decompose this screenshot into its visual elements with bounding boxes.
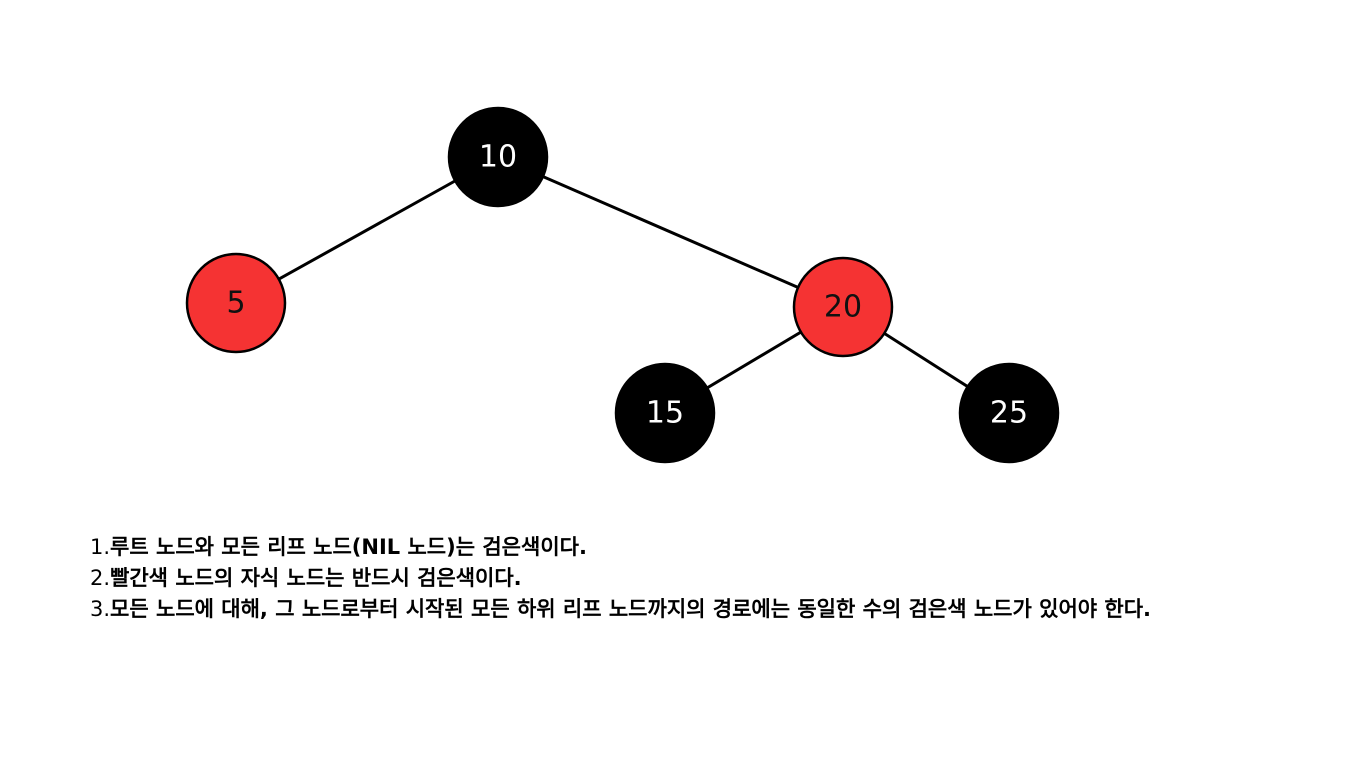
red-node-circle — [185, 252, 287, 354]
tree-edges — [235, 155, 1010, 415]
rule-number: 2. — [90, 566, 111, 590]
edge-10-20 — [497, 155, 844, 309]
rule-item-2: 2.빨간색 노드의 자식 노드는 반드시 검은색이다. — [90, 563, 1151, 594]
black-node-circle — [958, 362, 1060, 464]
tree-node-25: 25 — [958, 362, 1060, 464]
node-label: 25 — [990, 396, 1028, 431]
rule-item-1: 1.루트 노드와 모든 리프 노드(NIL 노드)는 검은색이다. — [90, 532, 1151, 563]
tree-nodes: 10 5 20 15 25 — [185, 106, 1060, 464]
node-label: 20 — [824, 290, 862, 325]
red-node-circle — [792, 256, 894, 358]
tree-node-20: 20 — [792, 256, 894, 358]
node-label: 5 — [226, 286, 245, 321]
rule-number: 1. — [90, 535, 111, 559]
red-black-tree-diagram: 10 5 20 15 25 — [185, 106, 1060, 464]
tree-node-5: 5 — [185, 252, 287, 354]
rule-text: 빨간색 노드의 자식 노드는 반드시 검은색이다. — [110, 566, 522, 590]
rule-number: 3. — [90, 597, 111, 621]
black-node-circle — [447, 106, 549, 208]
tree-node-10: 10 — [447, 106, 549, 208]
rule-text: 모든 노드에 대해, 그 노드로부터 시작된 모든 하위 리프 노드까지의 경로… — [110, 597, 1152, 621]
tree-node-15: 15 — [614, 362, 716, 464]
rule-item-3: 3.모든 노드에 대해, 그 노드로부터 시작된 모든 하위 리프 노드까지의 … — [90, 594, 1151, 625]
black-node-circle — [614, 362, 716, 464]
rules-list: 1.루트 노드와 모든 리프 노드(NIL 노드)는 검은색이다. 2.빨간색 … — [90, 532, 1151, 625]
rule-text: 루트 노드와 모든 리프 노드(NIL 노드)는 검은색이다. — [110, 535, 587, 559]
node-label: 10 — [479, 140, 517, 175]
node-label: 15 — [646, 396, 684, 431]
